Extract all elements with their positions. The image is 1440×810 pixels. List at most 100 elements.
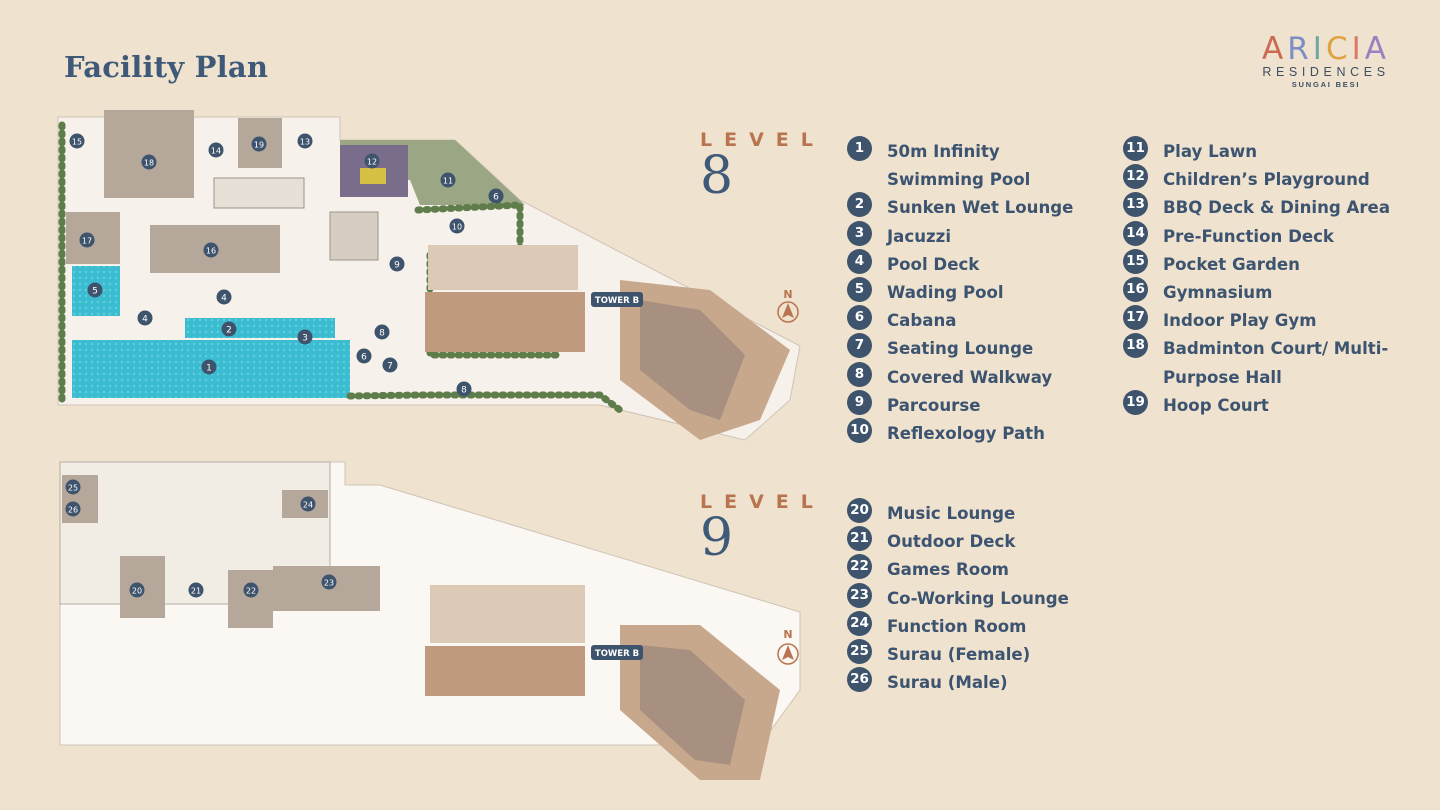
legend-number-badge: 9 [847, 389, 872, 415]
svg-text:11: 11 [443, 177, 453, 186]
legend-number-badge: 3 [847, 220, 872, 246]
legend-label: Pool Deck [887, 254, 980, 274]
level-8-number: 8 [700, 146, 734, 206]
svg-text:6: 6 [361, 353, 367, 363]
tower-b-tag-level-9: TOWER B [591, 645, 643, 660]
svg-text:1: 1 [206, 364, 212, 374]
map-marker[interactable]: 8 [456, 381, 472, 397]
svg-text:18: 18 [144, 159, 154, 168]
legend-item[interactable]: 1 50m Infinity Swimming Pool [847, 136, 1087, 194]
map-marker[interactable]: 12 [364, 153, 380, 169]
map-marker[interactable]: 1 [201, 359, 217, 375]
map-marker[interactable]: 18 [141, 154, 157, 170]
legend-label: Jacuzzi [887, 226, 952, 246]
map-marker[interactable]: 3 [297, 329, 313, 345]
tower-b-tag-level-8: TOWER B [591, 292, 643, 307]
legend-label: 50m Infinity Swimming Pool [887, 142, 1031, 190]
legend-label: Surau (Male) [887, 673, 1008, 693]
games-room-block [228, 570, 273, 628]
map-marker[interactable]: 6 [356, 348, 372, 364]
north-arrow-icon: N [777, 288, 799, 323]
logo-letter: R [1287, 31, 1313, 67]
legend-label: Co-Working Lounge [887, 588, 1069, 608]
svg-text:19: 19 [254, 141, 264, 150]
map-marker[interactable]: 7 [382, 357, 398, 373]
logo-letter: I [1351, 31, 1365, 67]
legend-label: Seating Lounge [887, 339, 1034, 359]
map-marker[interactable]: 17 [79, 232, 95, 248]
map-marker[interactable]: 14 [208, 142, 224, 158]
svg-text:22: 22 [246, 587, 256, 596]
logo-letter: C [1325, 31, 1352, 67]
map-marker[interactable]: 13 [297, 133, 313, 149]
map-marker[interactable]: 19 [251, 136, 267, 152]
map-marker[interactable]: 24 [300, 496, 316, 512]
map-marker[interactable]: 15 [69, 133, 85, 149]
logo-letter: A [1364, 31, 1390, 67]
legend-label: BBQ Deck & Dining Area [1163, 198, 1391, 218]
map-marker[interactable]: 2 [221, 321, 237, 337]
map-marker[interactable]: 22 [243, 582, 259, 598]
map-marker[interactable]: 26 [65, 501, 81, 517]
map-marker[interactable]: 4 [216, 289, 232, 305]
svg-text:26: 26 [68, 506, 78, 515]
lift-core [329, 211, 379, 261]
legend-number-badge: 11 [1123, 136, 1148, 161]
svg-text:13: 13 [300, 138, 310, 147]
legend-number-badge: 1 [847, 136, 872, 161]
map-marker[interactable]: 25 [65, 479, 81, 495]
logo-wordmark: A R I C I A [1250, 32, 1402, 66]
brand-logo: A R I C I A RESIDENCES SUNGAI BESI [1250, 32, 1402, 89]
map-marker[interactable]: 5 [87, 282, 103, 298]
map-marker[interactable]: 20 [129, 582, 145, 598]
map-marker[interactable]: 23 [321, 574, 337, 590]
legend-label: Surau (Female) [887, 645, 1031, 665]
legend-item[interactable]: 25 Surau (Female) [847, 639, 1087, 669]
legend-label: Gymnasium [1163, 283, 1273, 303]
legend-label: Indoor Play Gym [1163, 311, 1317, 331]
legend-number-badge: 18 [1123, 333, 1148, 359]
svg-text:25: 25 [68, 484, 78, 493]
legend-number-badge: 19 [1123, 389, 1148, 415]
map-marker[interactable]: 6 [488, 188, 504, 204]
map-marker[interactable]: 11 [440, 172, 456, 188]
tower-b-label: TOWER B [595, 649, 639, 659]
map-marker[interactable]: 4 [137, 310, 153, 326]
map-marker[interactable]: 8 [374, 324, 390, 340]
map-marker[interactable]: 16 [203, 242, 219, 258]
map-marker[interactable]: 9 [389, 256, 405, 272]
svg-text:9: 9 [394, 261, 400, 271]
page-title: Facility Plan [64, 50, 269, 84]
map-marker[interactable]: 10 [449, 218, 465, 234]
legend-label: Sunken Wet Lounge [887, 198, 1074, 218]
map-marker[interactable]: 21 [188, 582, 204, 598]
legend-item[interactable]: 3 Jacuzzi [847, 220, 1087, 251]
svg-text:6: 6 [493, 193, 499, 203]
legend-number-badge: 25 [847, 639, 872, 665]
